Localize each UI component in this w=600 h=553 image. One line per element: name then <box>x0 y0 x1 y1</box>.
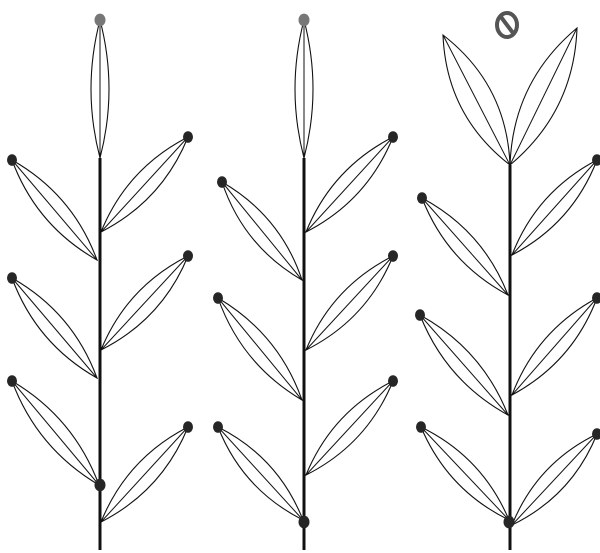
leaf-midrib <box>101 256 188 350</box>
leaf-midrib <box>12 278 97 378</box>
leaf-midrib <box>512 298 597 395</box>
left-leaflet-3 <box>218 427 303 520</box>
leaf-tip-node <box>213 421 223 433</box>
stem-node <box>299 516 310 529</box>
stem-node <box>504 516 515 529</box>
leaf-tip-node <box>213 292 223 304</box>
apex-node <box>299 14 310 27</box>
leaf-midrib <box>12 381 99 485</box>
left-leaflet-2 <box>420 315 508 415</box>
leaf-tip-node <box>415 309 425 321</box>
leaf-midrib <box>101 427 188 522</box>
apex-node <box>95 14 106 27</box>
apical-leaf-1 <box>443 35 510 165</box>
apical-leaf-2 <box>510 28 577 165</box>
leaf-tip-node <box>183 421 193 433</box>
leaf-midrib <box>218 298 302 400</box>
leaf-midrib <box>421 427 509 520</box>
leaf-tip-node <box>217 176 227 188</box>
left-leaflet-2 <box>12 278 97 378</box>
leaf-midrib <box>422 198 508 295</box>
leaf-tip-node <box>183 131 193 143</box>
terminal-leaflet <box>295 20 313 158</box>
leaf-tip-node <box>388 375 398 387</box>
right-leaflet-2 <box>306 256 393 350</box>
right-leaflet-2 <box>101 256 188 350</box>
leaf-midrib <box>306 381 393 475</box>
right-leaflet-1 <box>512 160 597 255</box>
leaf-midrib <box>218 427 303 520</box>
leaf-midrib <box>420 315 508 415</box>
right-leaflet-3 <box>512 434 597 525</box>
right-leaflet-1 <box>101 137 188 232</box>
left-leaflet-2 <box>218 298 302 400</box>
stem-node <box>95 479 106 492</box>
leaf-tip-node <box>416 421 426 433</box>
leaf-midrib <box>222 182 302 280</box>
leaf-tip-node <box>7 375 17 387</box>
left-leaflet-3 <box>421 427 509 520</box>
leaf-midrib <box>306 137 393 232</box>
right-leaflet-1 <box>306 137 393 232</box>
leaf-midrib <box>306 256 393 350</box>
right-leaflet-2 <box>512 298 597 395</box>
left-leaflet-3 <box>12 381 99 485</box>
leaf-tip-node <box>388 250 398 262</box>
left-leaflet-1 <box>222 182 302 280</box>
leaf-midrib <box>512 160 597 255</box>
plant-3 <box>415 13 600 550</box>
plant-1 <box>7 14 193 550</box>
leaf-midrib <box>512 434 597 525</box>
leaf-tip-node <box>183 250 193 262</box>
right-leaflet-3 <box>306 381 393 475</box>
terminal-leaflet <box>91 20 109 158</box>
leaf-midrib <box>510 28 577 165</box>
left-leaflet-1 <box>422 198 508 295</box>
prohibited-sign-bar <box>501 17 513 33</box>
leaf-tip-node <box>417 192 427 204</box>
leaf-tip-node <box>7 154 17 166</box>
left-leaflet-1 <box>12 160 97 260</box>
prohibited-sign-icon <box>497 13 517 37</box>
right-leaflet-3 <box>101 427 188 522</box>
leaf-midrib <box>101 137 188 232</box>
leaf-tip-node <box>388 131 398 143</box>
leaf-midrib <box>12 160 97 260</box>
plant-2 <box>213 14 398 550</box>
leaf-midrib <box>443 35 510 165</box>
leaf-tip-node <box>7 272 17 284</box>
